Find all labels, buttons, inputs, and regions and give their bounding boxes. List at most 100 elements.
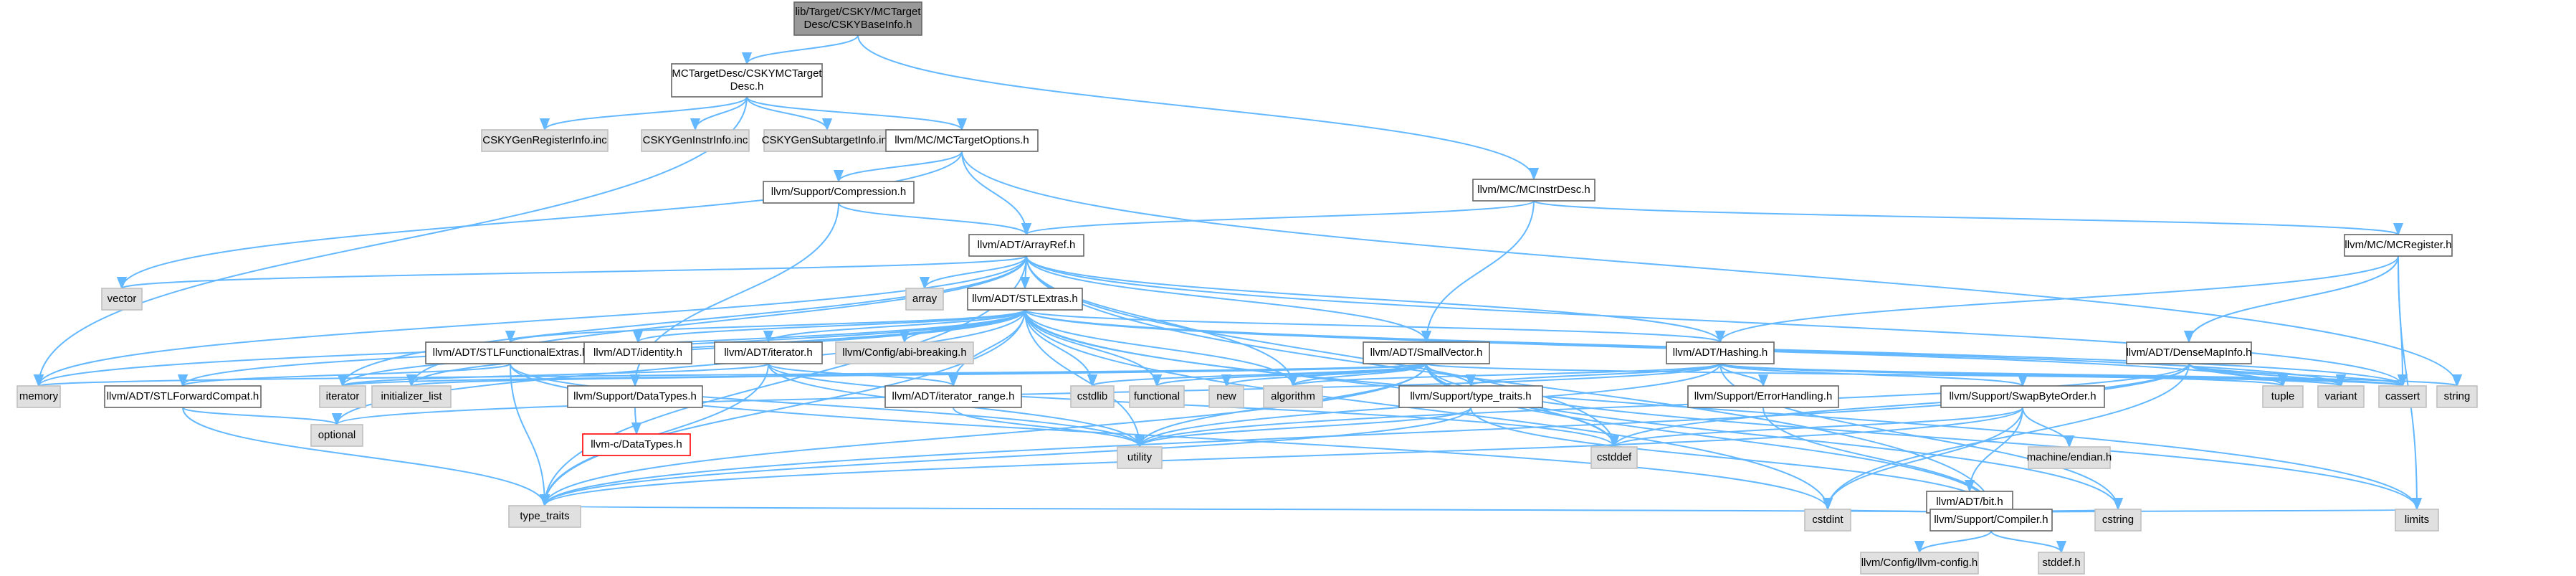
node-box bbox=[582, 433, 691, 456]
node-llvm-adt-stlextras-h[interactable]: llvm/ADT/STLExtras.h bbox=[967, 288, 1083, 311]
edge-iterrange-to-utility bbox=[953, 407, 1145, 448]
node-llvm-support-errorhandling-h[interactable]: llvm/Support/ErrorHandling.h bbox=[1687, 385, 1839, 408]
edge-stlextras-to-stlfunc bbox=[505, 309, 1026, 344]
node-limits: limits bbox=[2395, 509, 2439, 532]
node-label: cstddef bbox=[1597, 451, 1632, 463]
nodes: lib/Target/CSKY/MCTargetDesc/CSKYBaseInf… bbox=[16, 1, 2478, 575]
node-label: llvm/MC/MCRegister.h bbox=[2344, 239, 2451, 251]
node-label: Desc/CSKYBaseInfo.h bbox=[804, 19, 912, 31]
node-optional: optional bbox=[310, 424, 363, 447]
edge-stlextras-to-utility bbox=[1024, 309, 1145, 448]
node-label: initializer_list bbox=[381, 390, 442, 402]
node-box bbox=[310, 424, 363, 447]
edge-bit_h-to-type_traits bbox=[544, 504, 1970, 519]
node-box bbox=[2038, 552, 2085, 575]
node-box bbox=[508, 505, 581, 528]
node-label: optional bbox=[318, 429, 356, 441]
edge-mctopts-to-compression bbox=[833, 151, 963, 183]
node-label: CSKYGenInstrInfo.inc bbox=[643, 134, 748, 146]
node-box bbox=[1666, 341, 1775, 364]
edge-mcinstrdesc-to-mcregister bbox=[1533, 200, 2403, 236]
edge-hashing-to-errorhandling bbox=[1719, 363, 1769, 387]
node-llvm-adt-stlforwardcompat-h[interactable]: llvm/ADT/STLForwardCompat.h bbox=[104, 385, 262, 408]
node-box bbox=[1117, 446, 1163, 469]
edge-typetraits_h-to-compiler bbox=[1470, 407, 1997, 511]
node-llvm-support-compression-h[interactable]: llvm/Support/Compression.h bbox=[763, 181, 915, 204]
node-label: functional bbox=[1134, 390, 1180, 402]
edge-mcregister-to-limits bbox=[2398, 255, 2423, 511]
node-box bbox=[1472, 179, 1595, 202]
node-llvm-adt-arrayref-h[interactable]: llvm/ADT/ArrayRef.h bbox=[968, 234, 1084, 257]
node-box bbox=[793, 1, 922, 36]
node-box bbox=[884, 385, 1022, 408]
node-llvm-adt-iterator-range-h[interactable]: llvm/ADT/iterator_range.h bbox=[884, 385, 1022, 408]
node-label: CSKYGenRegisterInfo.inc bbox=[482, 134, 607, 146]
node-llvm-adt-densemapinfo-h[interactable]: llvm/ADT/DenseMapInfo.h bbox=[2126, 341, 2252, 364]
edge-hashing-to-algorithm bbox=[1288, 363, 1721, 387]
node-label: limits bbox=[2405, 514, 2429, 526]
node-cstring: cstring bbox=[2094, 509, 2142, 532]
node-box bbox=[1860, 552, 1979, 575]
edge-csky_mctd-to-gen_instr bbox=[690, 96, 748, 131]
node-llvm-support-swapbyteorder-h[interactable]: llvm/Support/SwapByteOrder.h bbox=[1940, 385, 2105, 408]
edge-mcinstrdesc-to-smallvector bbox=[1421, 200, 1535, 344]
edge-iterator_h-to-cstddef bbox=[768, 363, 1619, 448]
node-label: llvm/ADT/Hashing.h bbox=[1673, 346, 1768, 359]
edge-mctopts-to-string bbox=[961, 151, 2462, 387]
node-label: utility bbox=[1127, 451, 1153, 463]
node-label: new bbox=[1216, 390, 1236, 402]
node-box bbox=[1687, 385, 1839, 408]
edge-compiler-to-llvmconfig bbox=[1914, 530, 1992, 554]
edge-arrayref-to-compiler bbox=[1026, 255, 1997, 511]
edge-swapbyte-to-bit_h bbox=[1964, 407, 2023, 493]
node-box bbox=[1070, 385, 1115, 408]
node-llvm-mc-mctargetoptions-h[interactable]: llvm/MC/MCTargetOptions.h bbox=[885, 129, 1039, 152]
edge-stlextras-to-iterator_h bbox=[763, 309, 1026, 344]
edge-mcregister-to-densemapinfo bbox=[2183, 255, 2399, 344]
edge-hashing-to-string bbox=[1719, 363, 2462, 387]
edge-compiler-to-stddef bbox=[1990, 530, 2067, 554]
node-algorithm: algorithm bbox=[1263, 385, 1323, 408]
node-llvm-adt-hashing-h[interactable]: llvm/ADT/Hashing.h bbox=[1666, 341, 1775, 364]
node-llvm-c-datatypes-h: llvm-c/DataTypes.h bbox=[582, 433, 691, 456]
edge-stlextras-to-type_traits bbox=[539, 309, 1026, 507]
node-stddef-h: stddef.h bbox=[2038, 552, 2085, 575]
node-label: iterator bbox=[326, 390, 360, 402]
node-lib-target-csky-mctargetdesc-cskybaseinfo-h[interactable]: lib/Target/CSKY/MCTargetDesc/CSKYBaseInf… bbox=[793, 1, 922, 36]
node-new: new bbox=[1208, 385, 1244, 408]
node-llvm-support-type-traits-h[interactable]: llvm/Support/type_traits.h bbox=[1398, 385, 1543, 408]
edge-iterator_h-to-iterator_sys bbox=[338, 363, 769, 387]
node-box bbox=[1804, 509, 1851, 532]
edge-smallvector-to-new bbox=[1221, 363, 1427, 387]
node-llvm-adt-identity-h[interactable]: llvm/ADT/identity.h bbox=[583, 341, 692, 364]
node-llvm-mc-mcinstrdesc-h[interactable]: llvm/MC/MCInstrDesc.h bbox=[1472, 179, 1595, 202]
node-label: type_traits bbox=[520, 510, 569, 522]
node-label: stddef.h bbox=[2042, 557, 2080, 569]
node-llvm-adt-stlfunctionalextras-h[interactable]: llvm/ADT/STLFunctionalExtras.h bbox=[425, 341, 596, 364]
node-label: CSKYGenSubtargetInfo.inc bbox=[762, 134, 893, 146]
edge-typetraits_h-to-utility bbox=[1135, 407, 1471, 448]
node-label: llvm/Config/llvm-config.h bbox=[1861, 557, 1978, 569]
node-box bbox=[104, 385, 262, 408]
node-label: llvm/ADT/STLExtras.h bbox=[972, 293, 1078, 305]
edge-stlfunc-to-type_traits bbox=[510, 363, 550, 507]
node-llvm-config-abi-breaking-h: llvm/Config/abi-breaking.h bbox=[835, 341, 974, 364]
node-llvm-adt-iterator-h[interactable]: llvm/ADT/iterator.h bbox=[714, 341, 823, 364]
node-label: memory bbox=[19, 390, 59, 402]
node-label: algorithm bbox=[1271, 390, 1315, 402]
node-box bbox=[835, 341, 974, 364]
node-llvm-support-compiler-h[interactable]: llvm/Support/Compiler.h bbox=[1929, 509, 2053, 532]
node-label: llvm/Support/type_traits.h bbox=[1410, 390, 1531, 402]
node-label: llvm/ADT/STLFunctionalExtras.h bbox=[433, 346, 588, 359]
node-llvm-mc-mcregister-h[interactable]: llvm/MC/MCRegister.h bbox=[2344, 234, 2453, 257]
edge-csky_mctd-to-gen_sub bbox=[746, 96, 833, 131]
node-box bbox=[16, 385, 61, 408]
node-box bbox=[567, 385, 703, 408]
node-vector: vector bbox=[101, 288, 143, 311]
node-box bbox=[583, 341, 692, 364]
node-llvm-adt-smallvector-h[interactable]: llvm/ADT/SmallVector.h bbox=[1363, 341, 1490, 364]
node-llvm-support-datatypes-h[interactable]: llvm/Support/DataTypes.h bbox=[567, 385, 703, 408]
node-label: llvm/ADT/ArrayRef.h bbox=[978, 239, 1076, 251]
